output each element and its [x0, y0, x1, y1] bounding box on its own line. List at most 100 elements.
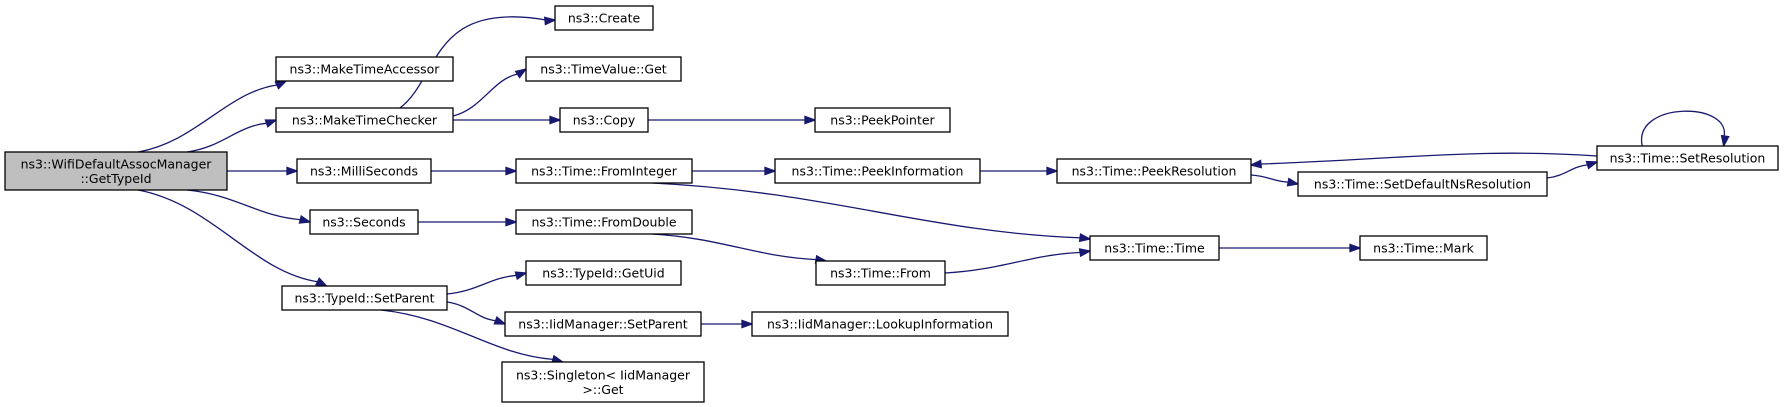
edge-make_time_checker-to-copy	[453, 115, 562, 125]
node-milli-seconds[interactable]: ns3::MilliSeconds	[296, 158, 432, 184]
node-label: ns3::Seconds	[322, 215, 405, 230]
node-root[interactable]: ns3::WifiDefaultAssocManager::GetTypeId	[4, 151, 228, 191]
edge-line	[138, 189, 319, 283]
node-iid-manager-lookup-information[interactable]: ns3::IidManager::LookupInformation	[751, 311, 1009, 337]
edge-line	[380, 309, 555, 361]
node-box	[751, 311, 1009, 337]
edge-arrowhead	[1046, 166, 1059, 176]
edge-arrowhead	[298, 214, 312, 224]
node-create[interactable]: ns3::Create	[554, 5, 654, 31]
node-singleton-get[interactable]: ns3::Singleton< IidManager>::Get	[501, 361, 705, 403]
node-box	[4, 151, 228, 191]
node-typeid-get-uid[interactable]: ns3::TypeId::GetUid	[525, 260, 682, 286]
edge-line	[1641, 110, 1725, 147]
edge-root-to-seconds	[186, 189, 312, 224]
node-box	[515, 158, 693, 184]
node-box	[525, 56, 682, 82]
node-box	[309, 209, 419, 235]
node-time-from-integer[interactable]: ns3::Time::FromInteger	[515, 158, 693, 184]
node-seconds[interactable]: ns3::Seconds	[309, 209, 419, 235]
node-box	[281, 285, 448, 311]
edge-line	[651, 233, 818, 261]
node-make-time-accessor[interactable]: ns3::MakeTimeAccessor	[275, 56, 454, 82]
node-box	[1056, 158, 1252, 184]
node-time-set-default-ns-resolution[interactable]: ns3::Time::SetDefaultNsResolution	[1297, 171, 1548, 197]
node-time-mark[interactable]: ns3::Time::Mark	[1359, 235, 1488, 261]
edge-line	[186, 189, 302, 221]
node-time-peek-resolution[interactable]: ns3::Time::PeekResolution	[1056, 158, 1252, 184]
edge-arrowhead	[764, 166, 777, 176]
edge-make_time_checker-to-timevalue_get	[452, 67, 528, 117]
edge-typeid_set_parent-to-singleton_get	[380, 309, 565, 364]
node-box	[1596, 145, 1779, 171]
edge-iid_manager_set_parent-to-iid_manager_lookup_information	[701, 319, 754, 329]
node-time-from-double[interactable]: ns3::Time::FromDouble	[515, 209, 693, 235]
node-box	[1089, 235, 1220, 261]
node-label: ns3::Create	[568, 11, 641, 26]
edge-root-to-make_time_accessor	[138, 80, 288, 153]
edge-arrowhead	[493, 315, 507, 325]
edge-time_from-to-time_time	[944, 248, 1092, 274]
node-label: ns3::WifiDefaultAssocManager	[21, 156, 213, 171]
edge-time_set_resolution-to-time_peek_resolution	[1249, 152, 1598, 169]
edge-arrowhead	[1349, 243, 1362, 253]
node-label: ns3::IidManager::SetParent	[518, 317, 688, 332]
edge-typeid_set_parent-to-typeid_get_uid	[446, 271, 528, 295]
node-box	[554, 5, 654, 31]
edge-typeid_set_parent-to-iid_manager_set_parent	[446, 301, 507, 325]
node-box	[774, 158, 981, 184]
node-time-time[interactable]: ns3::Time::Time	[1089, 235, 1220, 261]
edge-arrowhead	[1286, 177, 1300, 187]
node-box	[1297, 171, 1548, 197]
node-label: ns3::Time::PeekInformation	[792, 164, 964, 179]
edge-arrowhead	[1720, 134, 1730, 148]
node-label: ns3::Copy	[573, 113, 636, 128]
edge-line	[399, 16, 547, 109]
edge-root-to-milli_seconds	[227, 166, 299, 176]
node-label: ns3::MakeTimeChecker	[292, 113, 438, 128]
node-box	[504, 311, 702, 337]
node-time-from[interactable]: ns3::Time::From	[815, 260, 946, 286]
edge-copy-to-peek_pointer	[648, 115, 817, 125]
node-label: ns3::Time::From	[830, 266, 931, 281]
edge-time_set_resolution-to-time_set_resolution	[1641, 110, 1730, 148]
edge-arrowhead	[543, 16, 557, 26]
edge-time_set_default_ns_resolution-to-time_set_resolution	[1546, 160, 1599, 179]
edge-arrowhead	[274, 80, 288, 90]
node-label: ns3::Time::PeekResolution	[1072, 164, 1237, 179]
node-box	[275, 56, 454, 82]
edge-arrowhead	[264, 119, 278, 128]
node-box	[275, 107, 454, 133]
edge-root-to-make_time_checker	[186, 119, 278, 153]
node-timevalue-get[interactable]: ns3::TimeValue::Get	[525, 56, 682, 82]
node-peek-pointer[interactable]: ns3::PeekPointer	[814, 107, 951, 133]
node-typeid-set-parent[interactable]: ns3::TypeId::SetParent	[281, 285, 448, 311]
edge-arrowhead	[514, 271, 528, 281]
node-box	[501, 361, 705, 403]
node-label: ns3::TypeId::SetParent	[294, 291, 434, 306]
edge-time_time-to-time_mark	[1219, 243, 1362, 253]
edge-seconds-to-time_from_double	[418, 217, 518, 227]
node-make-time-checker[interactable]: ns3::MakeTimeChecker	[275, 107, 454, 133]
node-label: >::Get	[582, 382, 623, 397]
node-box	[515, 209, 693, 235]
node-box	[559, 107, 649, 133]
node-label: ns3::Time::SetDefaultNsResolution	[1314, 177, 1531, 192]
edge-time_from_double-to-time_from	[651, 233, 828, 264]
node-label: ns3::Time::FromInteger	[531, 164, 678, 179]
node-time-set-resolution[interactable]: ns3::Time::SetResolution	[1596, 145, 1779, 171]
node-time-peek-information[interactable]: ns3::Time::PeekInformation	[774, 158, 981, 184]
node-label: ns3::MilliSeconds	[310, 164, 418, 179]
edge-line	[651, 182, 1082, 239]
edge-root-to-typeid_set_parent	[138, 189, 329, 287]
edge-line	[186, 122, 268, 153]
node-copy[interactable]: ns3::Copy	[559, 107, 649, 133]
node-label: ::GetTypeId	[80, 171, 151, 186]
edge-make_time_checker-to-create	[399, 16, 557, 109]
edge-time_from_integer-to-time_peek_information	[692, 166, 777, 176]
node-box	[815, 260, 946, 286]
edge-line	[138, 84, 278, 153]
node-iid-manager-set-parent[interactable]: ns3::IidManager::SetParent	[504, 311, 702, 337]
edge-arrowhead	[315, 277, 329, 287]
edge-time_peek_information-to-time_peek_resolution	[980, 166, 1059, 176]
